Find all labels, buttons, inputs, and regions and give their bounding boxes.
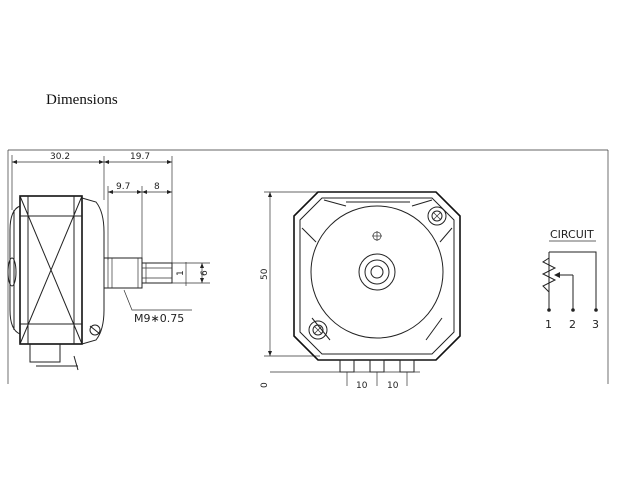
mount-screw-top-right <box>427 206 447 226</box>
terminal-2 <box>369 359 385 373</box>
threaded-bushing <box>103 257 143 289</box>
dim-terminal-left: 10 <box>356 381 368 391</box>
housing-body <box>19 195 83 345</box>
dim-height: 50 <box>260 268 270 280</box>
pin-label-2: 2 <box>569 318 576 331</box>
dim-shaft-tip: 8 <box>154 182 160 192</box>
dim-shaft-diameter: 6 <box>200 270 210 276</box>
dim-terminal-right: 10 <box>387 381 399 391</box>
terminal-3 <box>399 359 415 373</box>
pot-body-outline <box>293 191 461 361</box>
circuit-title: CIRCUIT <box>550 228 594 241</box>
shaft <box>141 262 173 284</box>
thread-label: M9∗0.75 <box>134 312 184 325</box>
terminal-1 <box>339 359 355 373</box>
dim-total-left: 30.2 <box>50 152 70 162</box>
mount-screw-bottom-left <box>308 320 328 340</box>
front-view: 50 10 10 <box>260 191 461 391</box>
side-view: 30.2 19.7 9.7 8 <box>7 152 210 371</box>
circuit-diagram: CIRCUIT 1 2 3 <box>541 228 599 331</box>
pin-label-3: 3 <box>592 318 599 331</box>
dim-shaft-total: 19.7 <box>130 152 150 162</box>
dim-bushing: 9.7 <box>116 182 130 192</box>
dim-flat: 1 <box>176 270 186 276</box>
shaft-front <box>358 253 396 291</box>
section-heading: Dimensions <box>46 92 118 108</box>
pin-label-1: 1 <box>545 318 552 331</box>
dim-cut: 0 <box>260 382 270 388</box>
resistor-symbol <box>541 257 557 293</box>
pot-disc <box>310 205 444 339</box>
